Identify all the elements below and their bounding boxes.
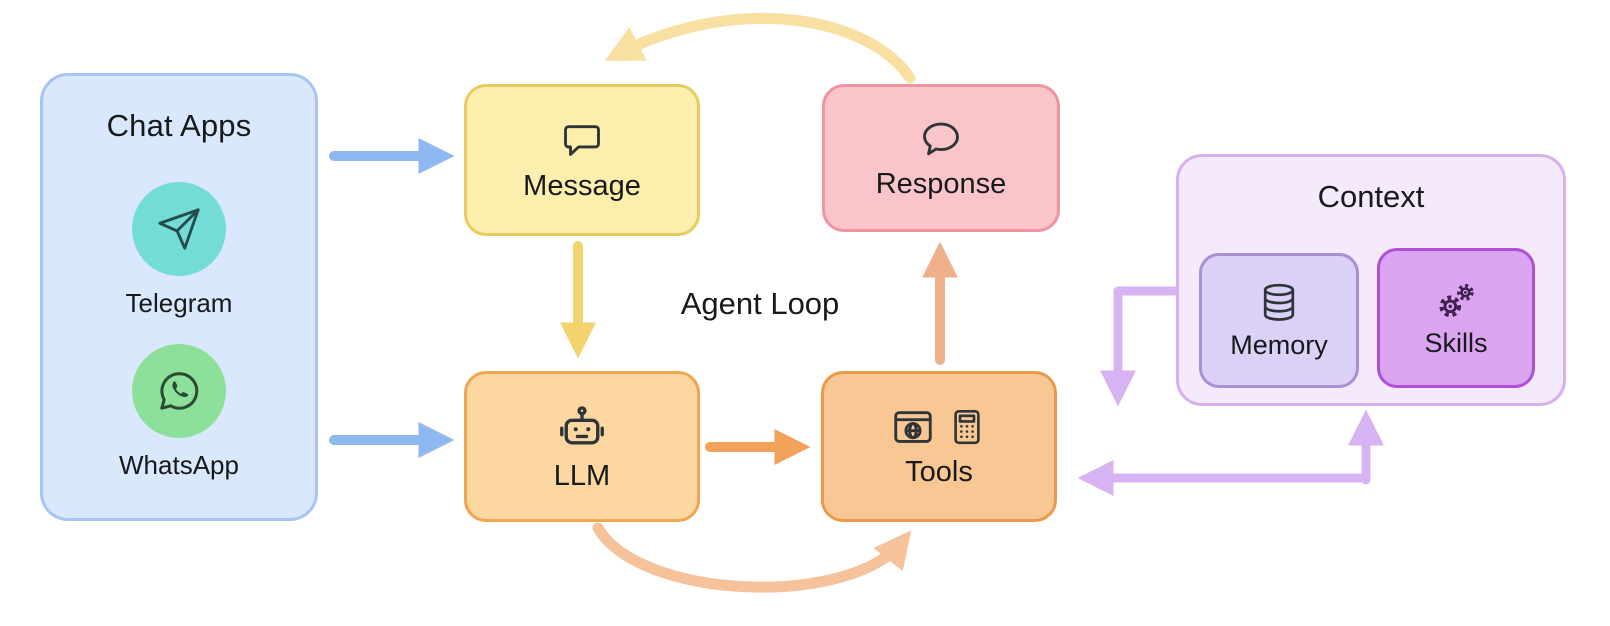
agent-loop-label: Agent Loop xyxy=(680,286,840,321)
whatsapp-label: WhatsApp xyxy=(119,450,239,480)
telegram-icon xyxy=(132,182,226,276)
robot-icon xyxy=(555,400,609,454)
database-icon xyxy=(1256,280,1302,326)
context-title: Context xyxy=(1317,179,1425,214)
message-bubble-icon xyxy=(559,118,605,164)
skills-label: Skills xyxy=(1424,327,1488,358)
tools-node: Tools xyxy=(821,371,1057,522)
browser-globe-icon xyxy=(890,404,936,450)
context-group: Context Memory xyxy=(1176,154,1566,406)
memory-label: Memory xyxy=(1230,330,1328,360)
memory-node: Memory xyxy=(1199,253,1359,388)
response-node: Response xyxy=(822,84,1060,232)
whatsapp-icon xyxy=(132,344,226,438)
arrow-context-to-tools-elbow xyxy=(1100,286,1179,407)
message-node: Message xyxy=(464,84,700,236)
message-label: Message xyxy=(523,169,641,202)
gears-icon xyxy=(1433,278,1479,324)
telegram-label: Telegram xyxy=(125,288,233,318)
calculator-icon xyxy=(946,406,988,448)
tools-label: Tools xyxy=(905,456,973,488)
tools-icons xyxy=(890,404,988,450)
llm-node: LLM xyxy=(464,371,700,522)
response-label: Response xyxy=(875,167,1007,200)
skills-node: Skills xyxy=(1377,248,1535,388)
arrow-response-to-message-curve xyxy=(604,12,916,84)
llm-label: LLM xyxy=(553,460,611,492)
arrow-llm-to-tools-curve xyxy=(592,522,912,593)
chat-apps-title: Chat Apps xyxy=(106,108,252,143)
response-bubble-icon xyxy=(918,116,964,162)
chat-apps-group: Chat Apps Telegram WhatsApp xyxy=(40,73,318,521)
